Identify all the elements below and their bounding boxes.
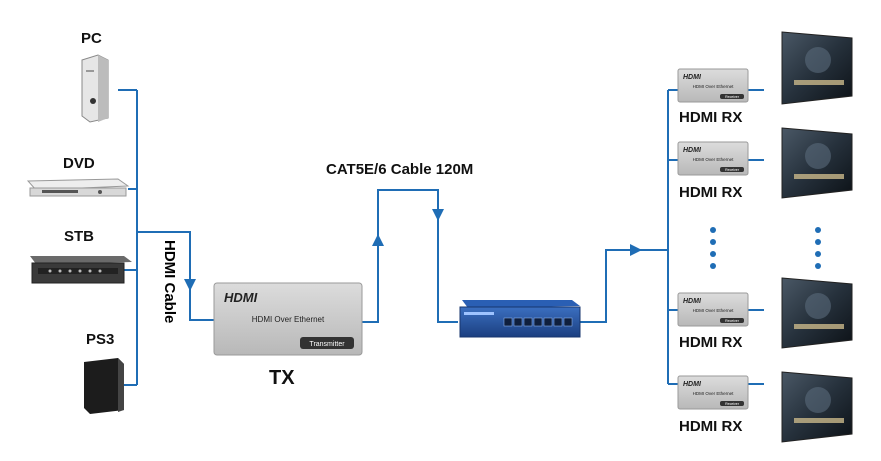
svg-text:HDMI: HDMI	[683, 298, 702, 305]
set-top-box-icon	[30, 256, 132, 284]
receiver-label-1: HDMI RX	[679, 109, 743, 126]
svg-text:HDMI: HDMI	[683, 147, 702, 154]
source-label-dvd: DVD	[63, 155, 95, 172]
cat-cable-line	[362, 189, 458, 323]
svg-text:Receiver: Receiver	[725, 168, 740, 172]
tv-display-1	[781, 31, 853, 105]
tv-display-3	[781, 277, 853, 349]
tv-display-4	[781, 371, 853, 443]
switch-out-line	[580, 249, 668, 323]
receiver-box-2: HDMI HDMI Over Ethernet Receiver	[677, 141, 749, 176]
svg-text:HDMI Over Ethernet: HDMI Over Ethernet	[693, 157, 735, 162]
svg-text:HDMI: HDMI	[683, 381, 702, 388]
hdmi-cable-label: HDMI Cable	[161, 240, 178, 324]
receiver-box-4: HDMI HDMI Over Ethernet Receiver	[677, 375, 749, 410]
receiver-label-4: HDMI RX	[679, 418, 743, 435]
more-receivers-ellipsis	[710, 227, 716, 269]
svg-text:HDMI Over Ethernet: HDMI Over Ethernet	[693, 308, 735, 313]
receiver-label-3: HDMI RX	[679, 334, 743, 351]
cat-cable-label: CAT5E/6 Cable 120M	[326, 161, 474, 178]
source-label-pc: PC	[81, 30, 102, 47]
svg-text:HDMI Over Ethernet: HDMI Over Ethernet	[693, 84, 735, 89]
transmitter-box: HDMI HDMI Over Ethernet Transmitter	[213, 282, 363, 356]
receiver-box-3: HDMI HDMI Over Ethernet Receiver	[677, 292, 749, 327]
svg-text:Receiver: Receiver	[725, 402, 740, 406]
svg-text:Receiver: Receiver	[725, 95, 740, 99]
svg-text:HDMI Over Ethernet: HDMI Over Ethernet	[693, 391, 735, 396]
game-console-icon	[84, 358, 124, 414]
transmitter-logo: HDMI	[224, 290, 258, 305]
transmitter-badge: Transmitter	[309, 341, 345, 348]
svg-text:Receiver: Receiver	[725, 319, 740, 323]
wiring	[118, 89, 764, 386]
receiver-label-2: HDMI RX	[679, 184, 743, 201]
dvd-player-icon	[26, 178, 130, 197]
source-label-ps3: PS3	[86, 331, 115, 348]
svg-text:HDMI: HDMI	[683, 74, 702, 81]
transmitter-caption: TX	[269, 367, 295, 389]
pc-tower-icon	[81, 54, 109, 123]
more-displays-ellipsis	[815, 227, 821, 269]
source-label-stb: STB	[64, 228, 94, 245]
tv-display-2	[781, 127, 853, 199]
network-switch-icon	[459, 300, 581, 338]
transmitter-product: HDMI Over Ethernet	[252, 315, 325, 324]
receiver-box-1: HDMI HDMI Over Ethernet Receiver	[677, 68, 749, 103]
